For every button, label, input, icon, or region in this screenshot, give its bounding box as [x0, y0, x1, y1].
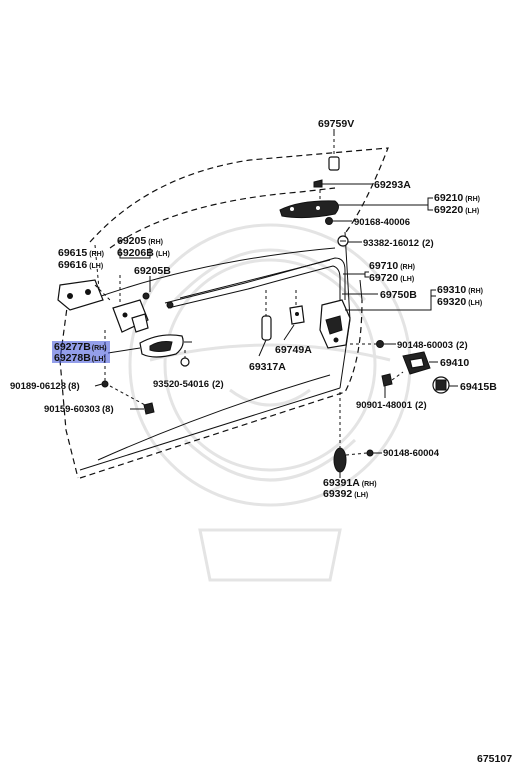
label-69615[interactable]: 69615(RH): [58, 247, 104, 259]
door-cap: [328, 133, 340, 171]
lock-screw: [350, 340, 384, 348]
label-90148-60003[interactable]: 90148-60003(2): [397, 340, 468, 351]
label-69205B[interactable]: 69205B: [134, 265, 171, 277]
label-69750B[interactable]: 69750B: [380, 289, 417, 301]
striker-cover: [432, 376, 450, 394]
label-93382-16012[interactable]: 93382-16012(2): [363, 238, 434, 249]
rod-protector: [261, 290, 272, 341]
label-69317A[interactable]: 69317A: [249, 361, 286, 373]
striker-screw: [381, 371, 404, 387]
door-lock-assembly: [319, 299, 351, 349]
clip-93520: [180, 350, 190, 367]
label-90159-60303[interactable]: 90159-60303(8): [44, 404, 114, 415]
label-90148-60004[interactable]: 90148-60004: [383, 448, 440, 459]
label-93520-54016[interactable]: 93520-54016(2): [153, 379, 224, 390]
label-69710[interactable]: 69710(RH): [369, 260, 415, 272]
label-69759V[interactable]: 69759V: [318, 118, 354, 130]
label-69210[interactable]: 69210(RH): [434, 192, 480, 204]
leader-lines: [94, 129, 458, 478]
handle-screw: [325, 217, 333, 225]
selected-part-highlight[interactable]: [52, 341, 110, 363]
label-69392[interactable]: 69392(LH): [323, 488, 368, 500]
inside-handle-bracket: [112, 275, 150, 333]
handle-gasket: [337, 235, 349, 247]
part-labels: 69759V 69293A 69210(RH) 69220(LH) 90168-…: [10, 118, 512, 765]
rod-clip: [289, 290, 305, 325]
label-69391A[interactable]: 69391A(RH): [323, 477, 377, 489]
label-69220[interactable]: 69220(LH): [434, 204, 479, 216]
label-69415B[interactable]: 69415B: [460, 381, 497, 393]
inside-handle: [139, 334, 192, 358]
label-69720[interactable]: 69720(LH): [369, 272, 414, 284]
label-90189-06128[interactable]: 90189-06128(8): [10, 381, 80, 392]
label-69320[interactable]: 69320(LH): [437, 296, 482, 308]
label-69410[interactable]: 69410: [440, 357, 469, 369]
diagram-id: 675107: [477, 753, 512, 765]
label-69749A[interactable]: 69749A: [275, 344, 312, 356]
label-69310[interactable]: 69310(RH): [437, 284, 483, 296]
label-69293A[interactable]: 69293A: [374, 179, 411, 191]
label-69205[interactable]: 69205(RH): [117, 235, 163, 247]
label-69616[interactable]: 69616(LH): [58, 259, 103, 271]
label-69278B[interactable]: 69278B(LH): [54, 352, 106, 364]
small-clip: [313, 179, 323, 188]
label-90901-48001[interactable]: 90901-48001(2): [356, 400, 427, 411]
label-69206B[interactable]: 69206B(LH): [117, 247, 170, 259]
label-90168-40006[interactable]: 90168-40006: [354, 217, 410, 228]
fastener-90159: [109, 385, 155, 415]
lock-rods: [164, 257, 346, 309]
label-69277B[interactable]: 69277B(RH): [54, 341, 107, 353]
door-striker: [402, 351, 431, 375]
hinge-bracket: [57, 279, 111, 311]
